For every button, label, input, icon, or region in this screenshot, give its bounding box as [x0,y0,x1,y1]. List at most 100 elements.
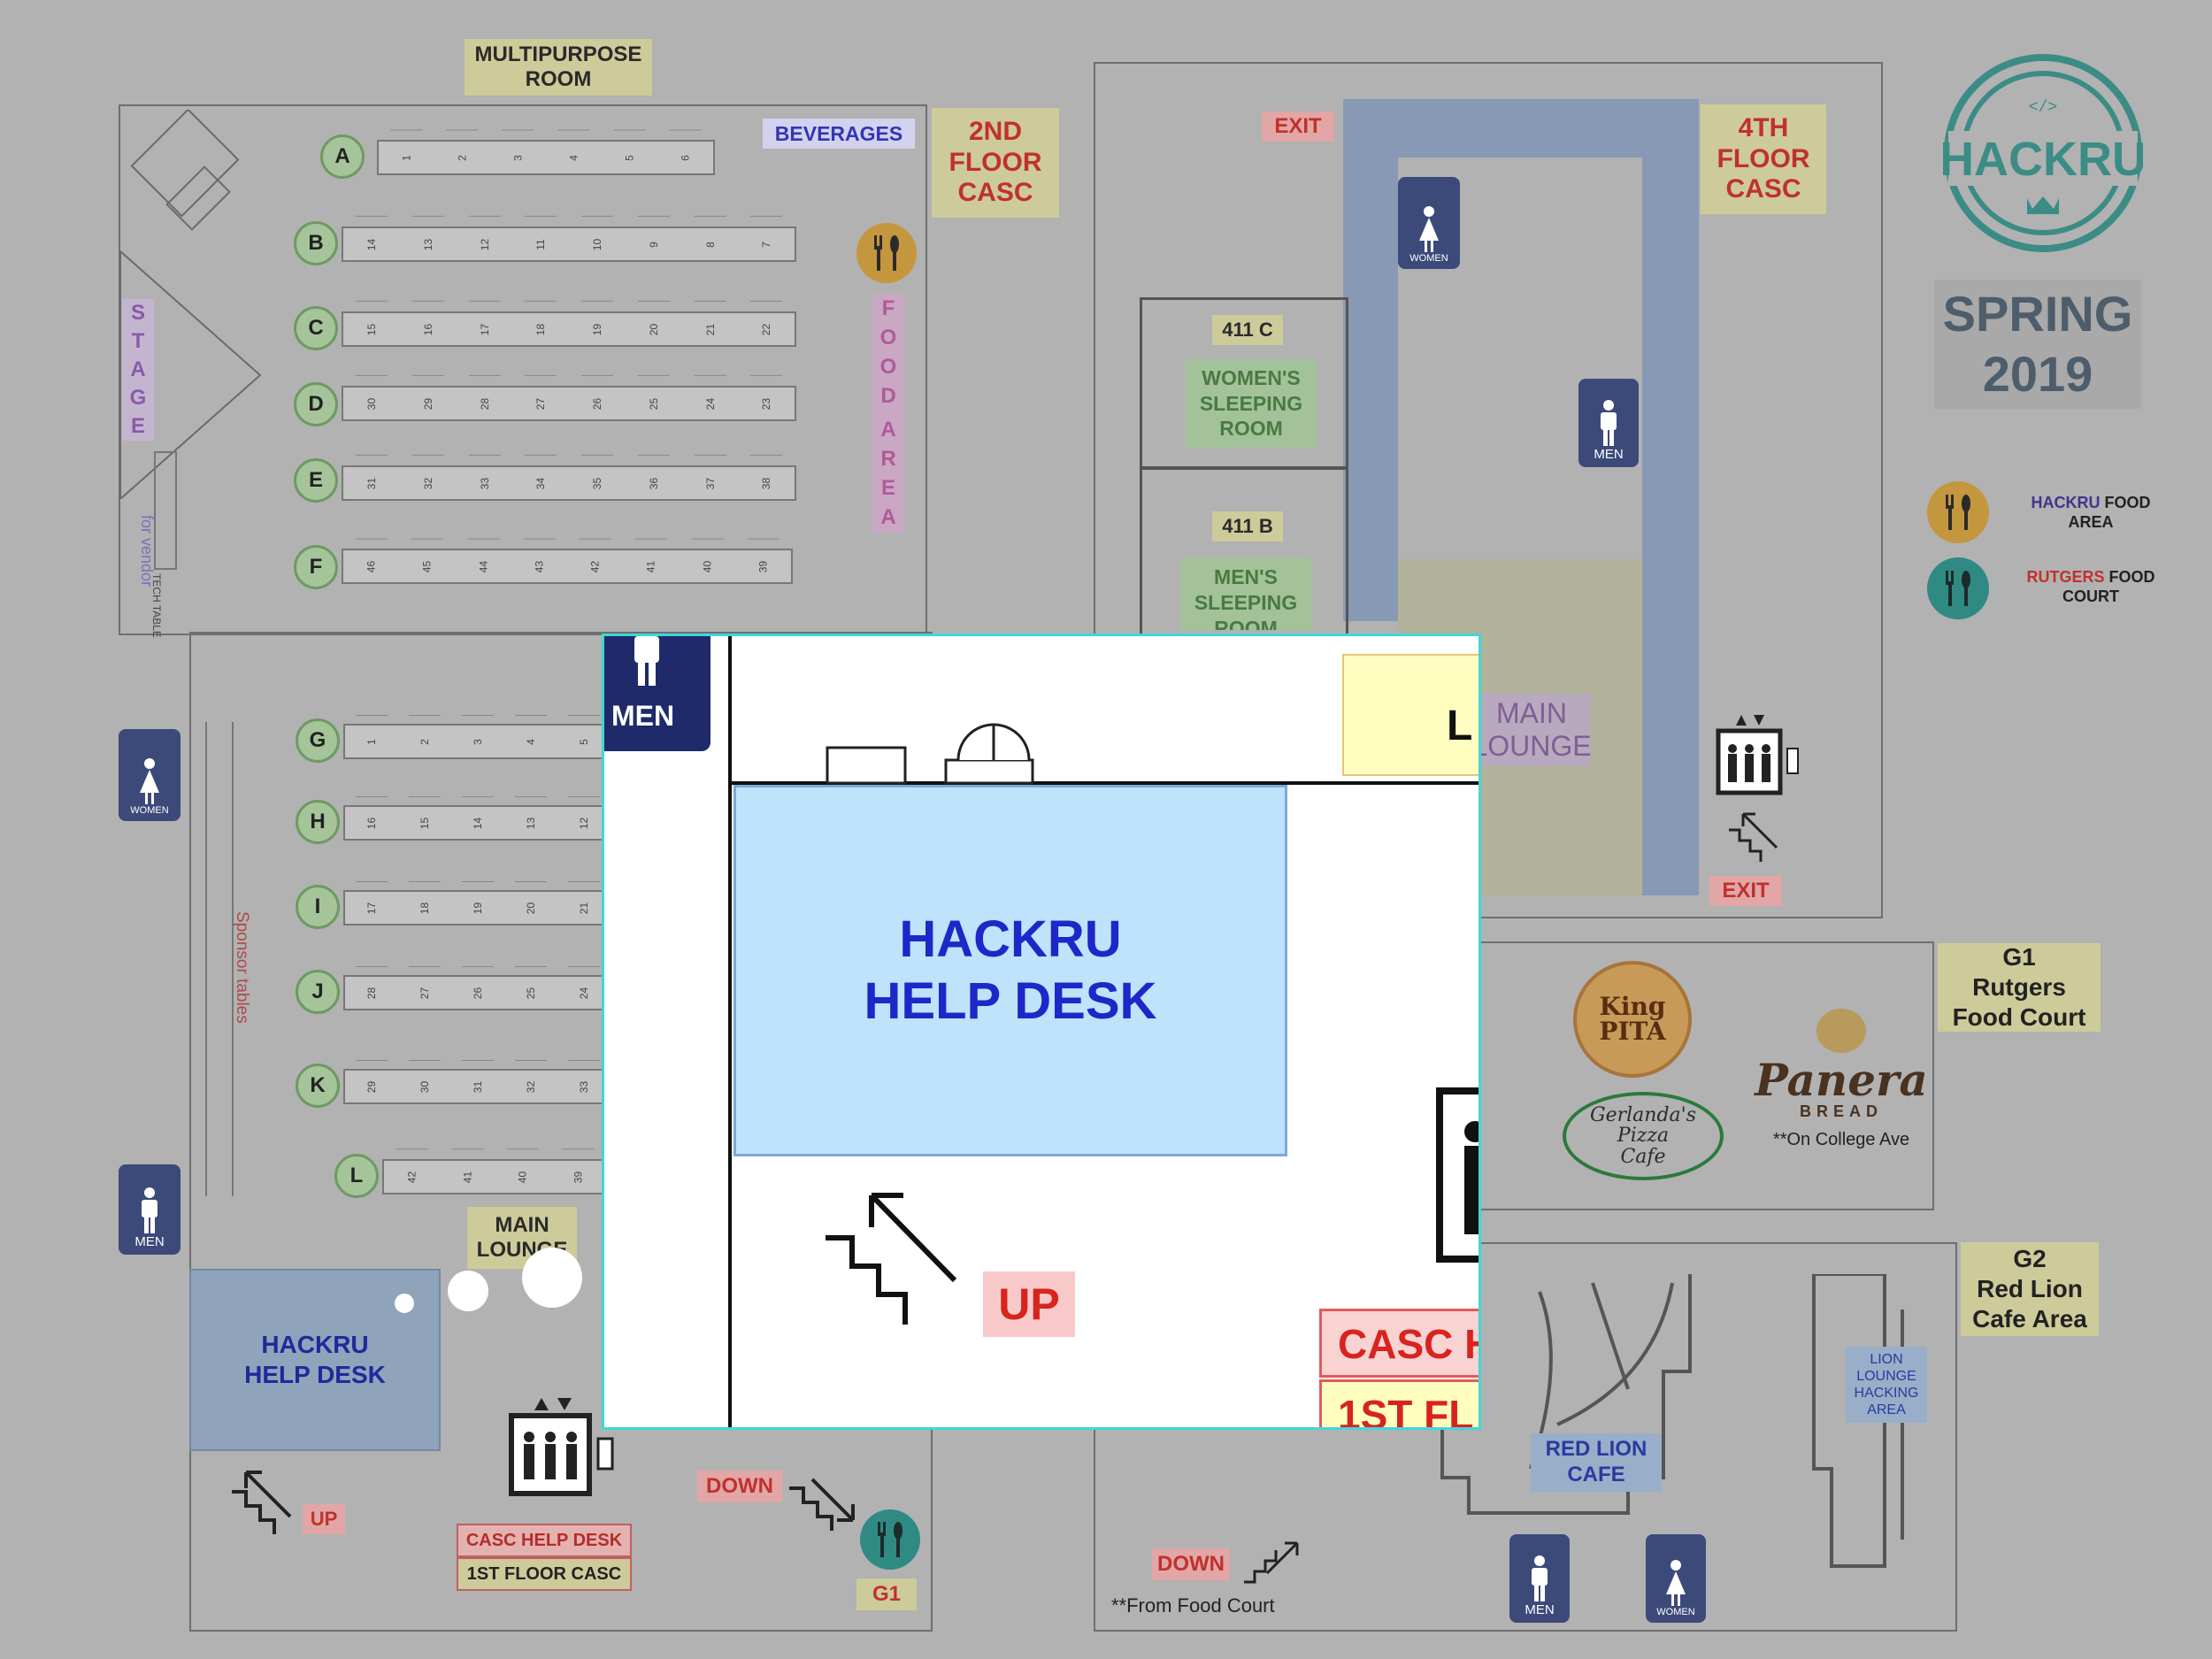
down-label-left: DOWN [697,1471,782,1502]
table: 3 [502,129,534,186]
men-restroom-icon-bottom: MEN [1509,1534,1570,1623]
table: 32 [411,455,444,511]
table: 18 [525,301,557,357]
inset-casc-label: CASC H [1338,1321,1481,1367]
panera-logo: Panera BREAD **On College Ave [1752,1009,1931,1150]
elevator-icon-left [509,1398,614,1496]
inset-up-label: UP [983,1271,1075,1337]
from-food-court-note: **From Food Court [1111,1594,1275,1617]
beverages-sign: BEVERAGES [763,119,915,149]
food-letter: A [880,505,896,530]
table: 14 [355,216,388,273]
food-letter: O [879,354,897,379]
gerlandas-label: Gerlanda's Pizza Cafe [1590,1104,1696,1168]
table: 12 [568,796,600,849]
table: 5 [613,129,646,186]
row-marker-e: E [294,458,338,503]
stage-letter: G [129,386,147,410]
first-floor-casc-sign: 1ST FLOOR CASC [457,1557,632,1591]
table: 7 [750,216,783,273]
table: 21 [694,301,726,357]
row-marker-f: F [294,545,338,589]
table: 26 [462,966,494,1019]
food-letter: D [880,383,896,408]
table: 30 [355,375,388,432]
row-marker-d: D [294,382,338,426]
inset-wall-vertical [728,636,732,1427]
table: 6 [669,129,702,186]
inset-lounge-fragment: L [1342,654,1479,776]
food-area-label: F O O D A R E A [872,294,904,533]
food-letter: O [879,325,897,349]
g2-label: G2 Red Lion Cafe Area [1972,1244,2087,1333]
stairs-down-icon-left [789,1478,855,1531]
table: 4 [557,129,590,186]
table: 26 [580,375,613,432]
row-marker-j: J [296,970,340,1014]
women-restroom-icon: WOMEN [119,729,180,821]
table: 37 [694,455,726,511]
table: 14 [462,796,494,849]
hallway-top [1343,99,1699,157]
table: 31 [355,455,388,511]
women-label: WOMEN [130,805,169,816]
inset-first-floor-label: 1ST FL [1338,1392,1474,1430]
table: 29 [411,375,444,432]
legend-rutgers-word: RUTGERS [2026,568,2105,586]
womens-sleeping-room-sign: WOMEN'S SLEEPING ROOM [1186,359,1317,448]
legend-food-area-word: FOOD AREA [2068,494,2151,531]
food-letter: E [880,476,895,501]
table: 39 [561,1148,594,1205]
floor-4-casc-label: 4TH FLOOR CASC [1717,113,1810,204]
table: 27 [525,375,557,432]
first-floor-casc-label: 1ST FLOOR CASC [466,1563,622,1584]
food-letter: R [880,447,896,472]
table: 28 [468,375,501,432]
row-marker-i: I [296,885,340,929]
hallway-left [1343,99,1398,621]
table: 24 [694,375,726,432]
inset-first-floor-fragment: 1ST FL [1319,1379,1479,1430]
men-restroom-icon-right: MEN [1578,379,1639,467]
row-marker-k: K [296,1064,340,1108]
table: 13 [411,216,444,273]
tech-table-label: TECH TABLE [150,573,163,638]
hackru-logo: HACKRU </> [1939,50,2147,257]
room-411c-sign: 411 C [1212,315,1283,345]
table: 4 [515,715,547,768]
table: 46 [355,538,388,595]
row-marker-b: B [294,221,338,265]
rutgers-food-court-icon-left [860,1509,920,1570]
table: 15 [409,796,441,849]
men-restroom-icon: MEN [119,1164,180,1255]
table: 16 [411,301,444,357]
stage-svg [119,110,262,499]
food-letter: F [881,296,895,320]
table: 16 [356,796,388,849]
inset-casc-help-desk-fragment: CASC H [1319,1309,1481,1378]
row-marker-a: A [320,134,365,179]
highlight-dot [395,1294,414,1313]
row-marker-h: H [296,800,340,844]
row-marker-g: G [296,718,340,763]
women-label: WOMEN [1409,253,1448,264]
exit-sign-bottom: EXIT [1709,876,1782,906]
floor-2-casc-label: 2ND FLOOR CASC [949,117,1042,208]
table: 40 [506,1148,539,1205]
row-marker-c: C [294,306,338,350]
table: 34 [525,455,557,511]
table: 32 [515,1060,547,1113]
inset-elevator-fragment [1436,1087,1479,1263]
table: 21 [568,881,600,934]
vendor-tables [154,451,177,570]
panera-bread-label: BREAD [1799,1102,1883,1120]
table: 22 [750,301,783,357]
table: 45 [411,538,443,595]
table: 29 [356,1060,388,1113]
casc-help-desk-sign: CASC HELP DESK [457,1524,632,1557]
table: 1 [356,715,388,768]
panera-note: **On College Ave [1772,1130,1910,1149]
inset-help-desk[interactable]: HACKRU HELP DESK [733,785,1287,1156]
table: 12 [468,216,501,273]
